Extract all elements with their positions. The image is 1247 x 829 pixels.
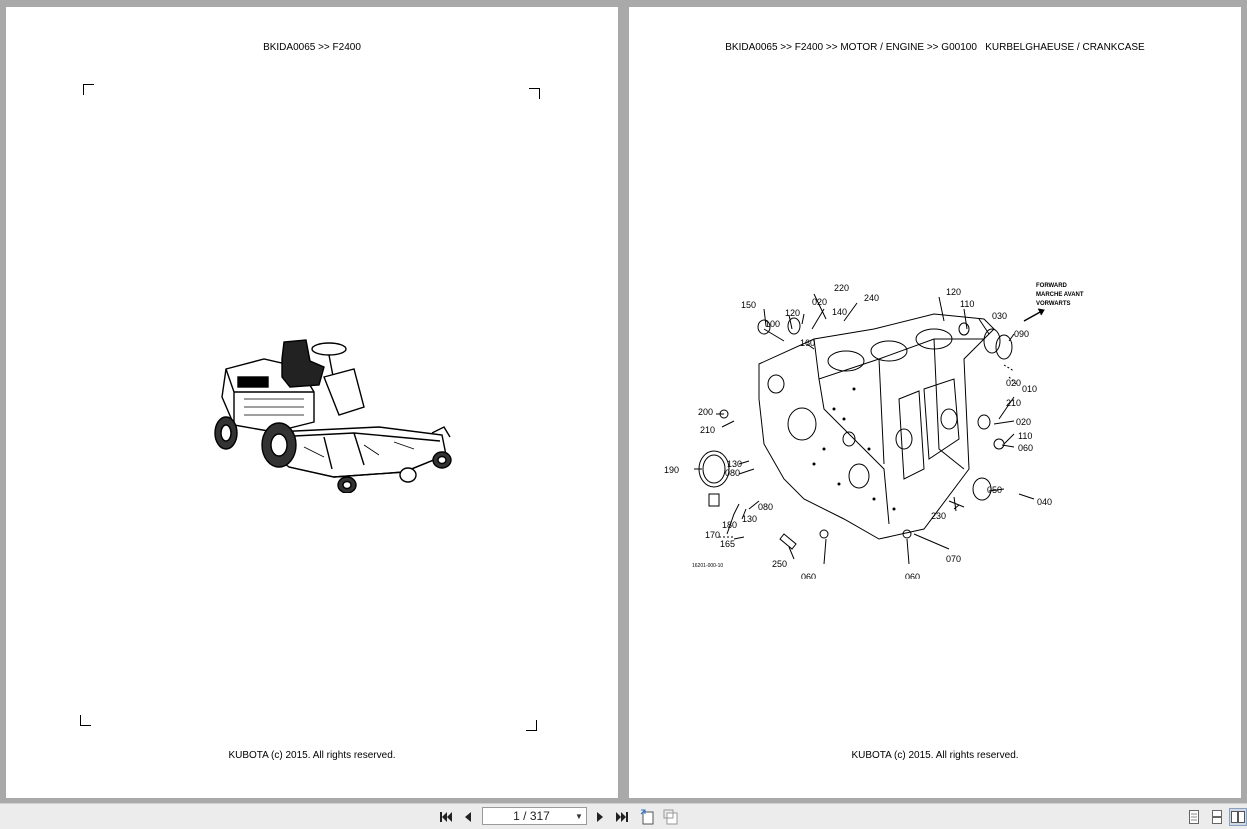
- fit-width-icon[interactable]: [662, 808, 680, 826]
- svg-text:100: 100: [765, 319, 780, 329]
- svg-text:180: 180: [722, 520, 737, 530]
- single-page-icon[interactable]: [1185, 808, 1203, 826]
- svg-text:130: 130: [727, 459, 742, 469]
- svg-text:230: 230: [931, 511, 946, 521]
- svg-text:090: 090: [1014, 329, 1029, 339]
- svg-text:110: 110: [1018, 431, 1032, 441]
- left-page-header: BKIDA0065 >> F2400: [263, 42, 361, 53]
- first-page-icon[interactable]: [437, 808, 455, 826]
- svg-text:140: 140: [832, 307, 847, 317]
- forward-label: FORWARD: [1036, 283, 1068, 289]
- svg-text:010: 010: [1022, 384, 1037, 394]
- svg-text:120: 120: [785, 308, 800, 318]
- figure-code: 16201-000-10: [692, 563, 723, 569]
- svg-text:060: 060: [801, 572, 816, 579]
- svg-text:040: 040: [1037, 497, 1052, 507]
- chevron-down-icon: ▼: [575, 811, 583, 821]
- svg-text:020: 020: [812, 297, 827, 307]
- svg-text:170: 170: [705, 530, 720, 540]
- forward-label: MARCHE AVANT: [1036, 292, 1084, 298]
- crop-mark: [83, 84, 94, 95]
- svg-text:210: 210: [1006, 398, 1021, 408]
- two-page-icon[interactable]: [1229, 808, 1247, 826]
- page-indicator: 1 / 317: [513, 809, 550, 823]
- svg-text:160: 160: [800, 338, 815, 348]
- left-page: BKIDA0065 >> F2400: [6, 7, 618, 798]
- svg-text:030: 030: [992, 311, 1007, 321]
- svg-text:250: 250: [772, 559, 787, 569]
- svg-text:200: 200: [698, 407, 713, 417]
- svg-text:220: 220: [834, 283, 849, 293]
- last-page-icon[interactable]: [613, 808, 631, 826]
- svg-text:080: 080: [725, 468, 740, 478]
- left-page-footer: KUBOTA (c) 2015. All rights reserved.: [228, 750, 396, 761]
- right-page: BKIDA0065 >> F2400 >> MOTOR / ENGINE >> …: [629, 7, 1241, 798]
- svg-text:240: 240: [864, 293, 879, 303]
- viewer-toolbar: 1 / 317 ▼: [0, 803, 1247, 829]
- svg-text:150: 150: [741, 300, 756, 310]
- mower-illustration: [214, 339, 452, 493]
- svg-text:020: 020: [1006, 378, 1021, 388]
- svg-text:210: 210: [700, 425, 715, 435]
- svg-text:120: 120: [946, 287, 961, 297]
- svg-text:020: 020: [1016, 417, 1031, 427]
- continuous-page-icon[interactable]: [1208, 808, 1226, 826]
- right-page-footer: KUBOTA (c) 2015. All rights reserved.: [851, 750, 1019, 761]
- fit-page-icon[interactable]: [639, 808, 657, 826]
- svg-text:080: 080: [758, 502, 773, 512]
- svg-text:190: 190: [664, 465, 679, 475]
- right-page-header: BKIDA0065 >> F2400 >> MOTOR / ENGINE >> …: [725, 42, 1145, 53]
- prev-page-icon[interactable]: [459, 808, 477, 826]
- forward-label: VORWARTS: [1036, 301, 1071, 307]
- page-number-select[interactable]: 1 / 317 ▼: [482, 807, 587, 825]
- svg-text:060: 060: [905, 572, 920, 579]
- svg-text:050: 050: [987, 485, 1002, 495]
- crop-mark: [526, 720, 537, 731]
- svg-text:165: 165: [720, 539, 735, 549]
- crankcase-diagram: 220 240 120 150 020 140 120 110 030 090 …: [664, 283, 1084, 579]
- svg-text:130: 130: [742, 514, 757, 524]
- svg-text:070: 070: [946, 554, 961, 564]
- svg-text:060: 060: [1018, 443, 1033, 453]
- crop-mark: [529, 88, 540, 99]
- crop-mark: [80, 715, 91, 726]
- svg-text:110: 110: [960, 299, 974, 309]
- next-page-icon[interactable]: [591, 808, 609, 826]
